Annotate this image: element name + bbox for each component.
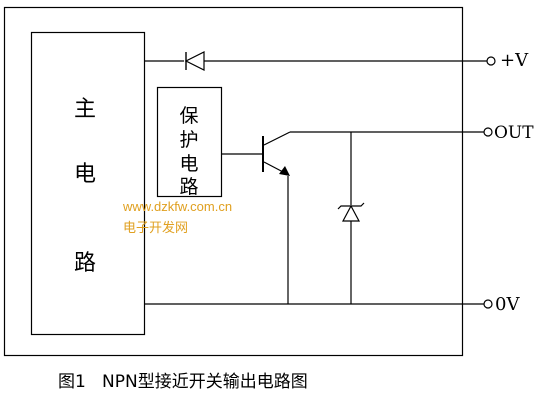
transistor-collector [263, 131, 291, 146]
figure-caption: 图1 NPN型接近开关输出电路图 [58, 372, 308, 392]
protection-char-1: 保 [179, 105, 198, 127]
main-circuit-block [30, 31, 146, 336]
watermark-url: www.dzkfw.com.cn [122, 199, 232, 214]
enclosure-box [3, 6, 464, 357]
zero-v-label: 0V [495, 294, 520, 315]
protection-char-3: 电 [179, 153, 198, 175]
main-circuit-char-1: 主 [74, 97, 96, 122]
series-diode [184, 51, 205, 71]
vplus-label: +V [500, 50, 529, 71]
emitter-arrow [279, 166, 290, 176]
vplus-terminal [486, 56, 496, 66]
main-circuit-char-3: 路 [74, 251, 96, 276]
out-label: OUT [494, 123, 534, 143]
watermark-site: 电子开发网 [123, 220, 188, 236]
main-circuit-char-2: 电 [74, 162, 96, 187]
protection-char-4: 路 [179, 176, 198, 198]
zero-v-terminal [483, 299, 493, 309]
zener-triangle [342, 204, 360, 222]
zener-bar [337, 202, 365, 210]
protection-char-2: 护 [179, 129, 198, 151]
protection-circuit-block [156, 86, 223, 198]
out-terminal [483, 127, 493, 137]
zener-diode [337, 202, 365, 222]
diode-triangle [184, 51, 205, 71]
